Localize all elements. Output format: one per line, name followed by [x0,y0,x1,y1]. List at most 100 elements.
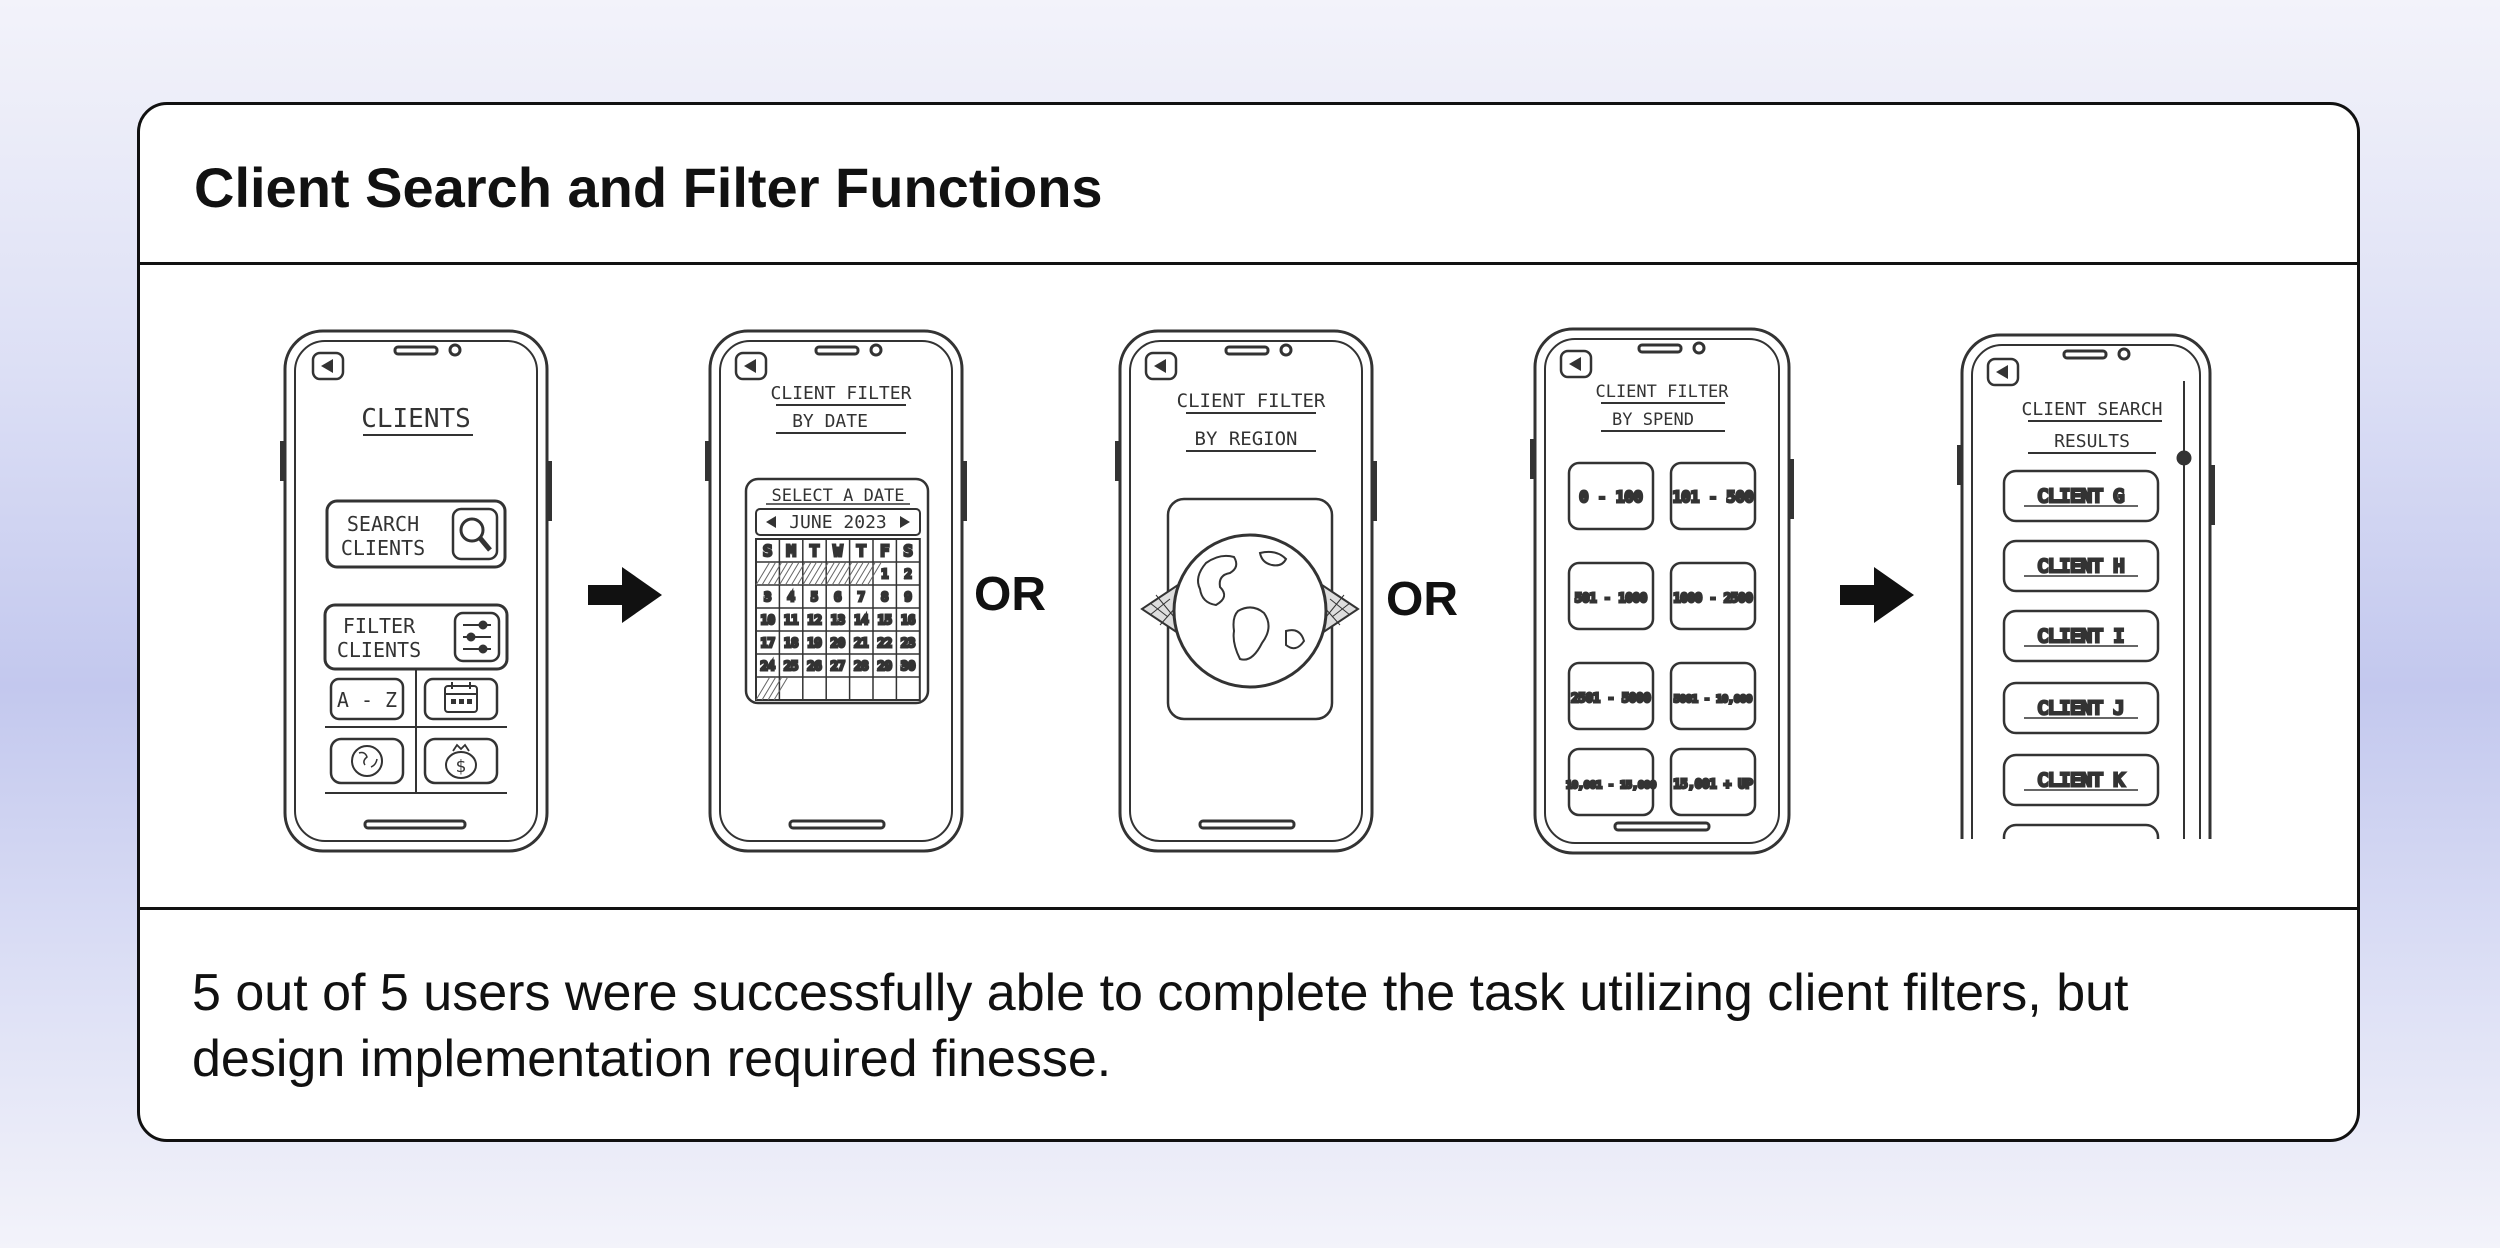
spend-filter-button[interactable]: $ [423,737,499,785]
calendar-day[interactable]: 27 [829,658,846,675]
calendar-day[interactable]: 10 [759,612,776,629]
date-filter-heading-line2: BY DATE [792,411,868,432]
back-arrow-icon [744,359,756,373]
weekday-label: T [810,542,819,560]
sliders-icon [453,611,501,663]
client-result-item[interactable]: CLIENT L [2002,823,2160,875]
date-filter-heading-line1: CLIENT FILTER [771,383,912,404]
client-result-item[interactable]: CLIENT H [2002,539,2160,593]
calendar-day[interactable]: 13 [829,612,846,629]
spend-range-button[interactable]: 15,001 + UP [1669,747,1757,817]
region-map-card[interactable] [1140,497,1360,721]
speaker [393,345,439,356]
calendar-day[interactable]: 15 [876,612,893,629]
client-result-item[interactable]: CLIENT J [2002,681,2160,735]
calendar-day[interactable]: 19 [806,635,823,652]
spend-filter-heading-line1: CLIENT FILTER [1595,382,1729,402]
wireframe-sketches: CLIENTS SEARCH CLIENTS FILTER CLIENTS [280,327,2215,875]
results-heading-line2: RESULTS [2054,431,2130,452]
calendar-day[interactable]: 22 [876,635,893,652]
phone-frame [283,329,549,853]
calendar-day[interactable]: 29 [876,658,893,675]
calendar-day[interactable]: 21 [853,635,870,652]
az-filter-button[interactable]: A - Z [329,677,405,721]
empty-day-cell [849,561,882,586]
phone-frame [1533,327,1791,855]
spend-range-label: 501 - 1000 [1575,591,1647,605]
client-result-label: CLIENT H [2038,556,2125,577]
client-result-label: CLIENT G [2038,486,2125,507]
back-arrow-icon [1996,365,2008,379]
back-arrow-icon [321,359,333,373]
spend-range-button[interactable]: 1000 - 2500 [1669,561,1757,631]
svg-text:$: $ [456,757,467,777]
spend-range-button[interactable]: 0 - 100 [1567,461,1655,531]
calendar-day[interactable]: 6 [833,589,843,606]
flow-arrow-icon [588,567,662,623]
calendar-day[interactable]: 5 [809,589,819,606]
search-clients-button[interactable]: SEARCH CLIENTS [325,499,507,569]
month-label: JUNE 2023 [789,512,887,533]
calendar-day[interactable]: 18 [782,635,799,652]
magnifier-icon [451,507,499,561]
results-scrollbar[interactable] [2176,381,2192,855]
card-header: Client Search and Filter Functions [140,105,2357,265]
filter-clients-button[interactable]: FILTER CLIENTS [323,603,509,671]
empty-day-cell [778,561,812,586]
calendar-icon [444,682,478,713]
region-filter-button[interactable] [329,737,405,785]
sketch-flow: CLIENTS SEARCH CLIENTS FILTER CLIENTS [140,265,2357,910]
clients-heading: CLIENTS [361,404,471,434]
calendar-day[interactable]: 11 [782,612,799,629]
client-result-item[interactable]: CLIENT K [2002,753,2160,807]
client-result-item[interactable]: CLIENT G [2002,469,2160,523]
client-result-item[interactable]: CLIENT I [2002,609,2160,663]
globe-icon [1172,533,1328,689]
weekday-label: M [787,542,796,560]
calendar-day[interactable]: 4 [786,589,796,606]
spend-range-button[interactable]: 2501 - 5000 [1567,661,1655,731]
calendar-day[interactable]: 1 [880,566,890,583]
calendar-day[interactable]: 16 [899,612,916,629]
prev-month-icon[interactable] [766,516,776,528]
spend-range-button[interactable]: 501 - 1000 [1567,561,1655,631]
phone-frame [708,329,964,853]
region-filter-heading-line2: BY REGION [1195,428,1298,450]
or-separator-2: OR [1386,573,1458,626]
weekday-label: S [904,542,913,560]
calendar-day[interactable]: 3 [763,589,773,606]
back-button[interactable] [1986,357,2020,387]
scroll-thumb[interactable] [2176,450,2192,466]
back-button[interactable] [1144,351,1178,381]
weekday-label: T [857,542,866,560]
calendar-day[interactable]: 26 [806,658,823,675]
calendar-day[interactable]: 12 [806,612,823,629]
calendar-day[interactable]: 7 [856,589,866,606]
card-title: Client Search and Filter Functions [194,156,1103,219]
calendar-day[interactable]: 25 [782,658,799,675]
filter-options-grid [325,669,507,794]
calendar-day[interactable]: 24 [759,658,776,675]
calendar-day[interactable]: 17 [759,635,776,652]
calendar-day[interactable]: 9 [903,589,913,606]
calendar-day[interactable]: 8 [880,589,890,606]
calendar-day[interactable]: 23 [899,635,916,652]
client-result-label: CLIENT K [2038,770,2125,791]
spend-range-button[interactable]: 10,001 - 15,000 [1564,747,1658,817]
calendar-day[interactable]: 20 [829,635,846,652]
spend-range-label: 1000 - 2500 [1673,591,1752,605]
spend-range-button[interactable]: 101 - 500 [1669,461,1757,531]
back-button[interactable] [311,351,345,381]
calendar-day[interactable]: 14 [853,612,870,629]
date-filter-button[interactable] [423,677,499,721]
spend-range-label: 101 - 500 [1672,488,1753,506]
calendar-day[interactable]: 30 [899,658,916,675]
calendar-day[interactable]: 28 [853,658,870,675]
next-month-icon[interactable] [900,516,910,528]
select-date-label: SELECT A DATE [771,486,904,506]
back-button[interactable] [734,351,768,381]
spend-range-button[interactable]: 5001 - 10,000 [1669,661,1757,731]
calendar-day[interactable]: 2 [903,566,913,583]
back-button[interactable] [1559,349,1593,379]
